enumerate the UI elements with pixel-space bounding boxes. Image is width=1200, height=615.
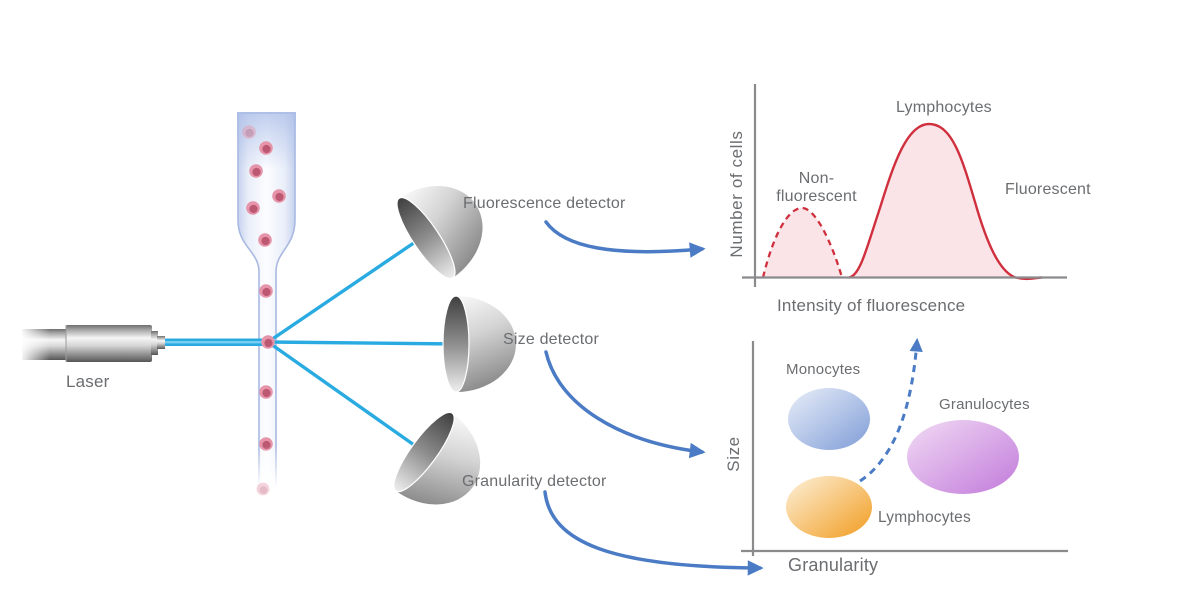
lymphocytes-cluster-label: Lymphocytes <box>878 509 971 526</box>
histogram-y-axis-label: Number of cells <box>727 130 746 258</box>
laser-beams <box>163 234 459 454</box>
lymphocytes-peak-label: Lymphocytes <box>896 99 992 116</box>
fluorescence-detector-label: Fluorescence detector <box>463 195 626 212</box>
cell-particles <box>242 125 286 451</box>
non-fluorescent-line2: fluorescent <box>776 187 857 205</box>
arrow-granularity-to-scatter <box>543 490 764 576</box>
fluorescence-detector <box>396 185 483 280</box>
arrow-size-to-scatter <box>544 350 706 459</box>
granulocytes-ellipse <box>907 420 1019 494</box>
size-detector-label: Size detector <box>503 331 599 348</box>
lymphocytes-ellipse <box>786 476 872 538</box>
non-fluorescent-peak-curve <box>761 206 844 278</box>
size-granularity-plot <box>741 341 1068 556</box>
scatter-y-axis-label: Size <box>724 436 743 472</box>
monocytes-cluster-label: Monocytes <box>786 361 861 378</box>
dashed-arrow-lymphocytes-to-histogram <box>859 337 923 483</box>
size-detector <box>442 295 516 393</box>
laser-label: Laser <box>66 372 110 391</box>
tube-bottom-fade <box>251 446 285 502</box>
non-fluorescent-peak-label: Non- fluorescent <box>769 170 864 206</box>
scattered-beam-granularity <box>267 340 425 454</box>
fluorescent-annotation: Fluorescent <box>1005 181 1091 198</box>
laser-device <box>20 325 165 362</box>
arrow-fluorescence-to-histogram <box>544 220 706 258</box>
scatter-axes <box>741 341 1068 556</box>
scattered-beam-fluorescence <box>267 234 425 344</box>
granularity-detector-label: Granularity detector <box>462 473 607 490</box>
histogram-x-axis-label: Intensity of fluorescence <box>777 296 966 315</box>
granularity-detector <box>393 411 481 505</box>
granulocytes-cluster-label: Granulocytes <box>939 396 1030 413</box>
non-fluorescent-line1: Non- <box>798 170 835 187</box>
scatter-x-axis-label: Granularity <box>788 555 879 575</box>
lymphocytes-peak-fill <box>849 124 1042 279</box>
scattered-beam-size <box>267 340 459 346</box>
fluorescence-histogram <box>742 84 1067 287</box>
histogram-axes <box>742 84 1067 287</box>
monocytes-ellipse <box>788 388 870 450</box>
